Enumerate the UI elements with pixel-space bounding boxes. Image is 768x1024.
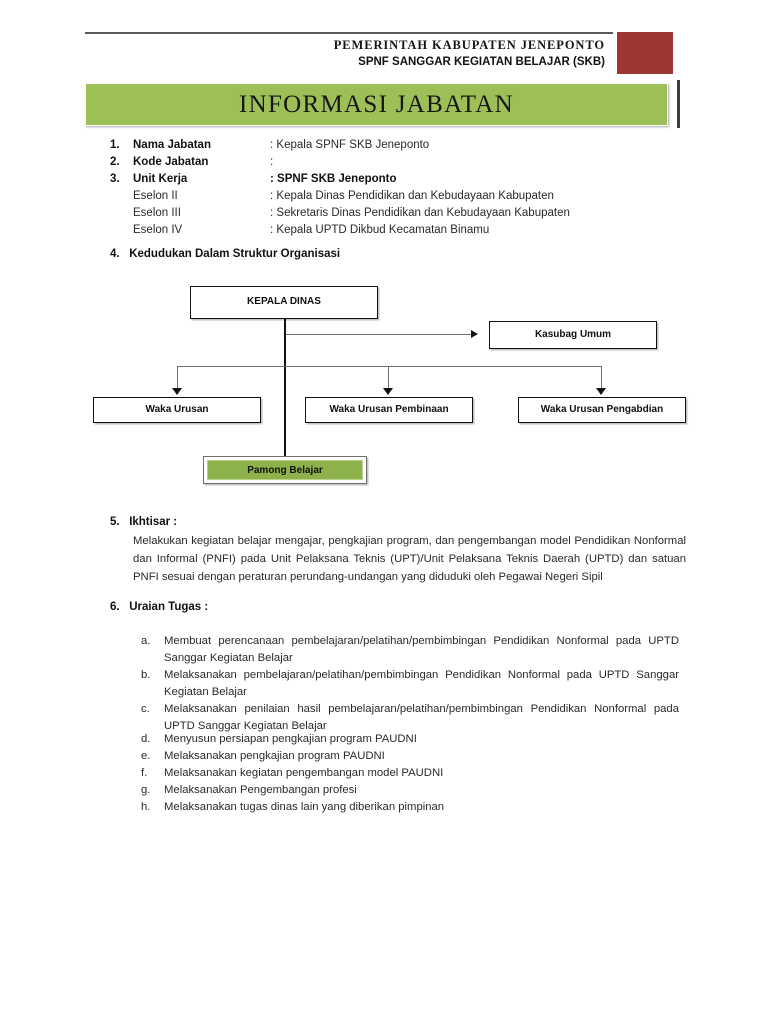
section-6-heading: 6. Uraian Tugas :	[110, 601, 208, 613]
org-node-pamong-belajar: Pamong Belajar	[203, 456, 367, 484]
list-item-text: Menyusun persiapan pengkajian program PA…	[164, 733, 417, 745]
letterhead-line-1: PEMERINTAH KABUPATEN JENEPONTO	[333, 38, 605, 52]
list-item-marker: c.	[141, 703, 150, 715]
org-connector-leg-right	[601, 366, 602, 388]
info-row-label: Kode Jabatan	[133, 156, 209, 168]
letterhead: PEMERINTAH KABUPATEN JENEPONTO SPNF SANG…	[85, 32, 685, 80]
info-row-number: 3.	[110, 173, 120, 185]
list-item-text: Melaksanakan penilaian hasil pembelajara…	[164, 703, 679, 732]
list-item: f. Melaksanakan kegiatan pengembangan mo…	[141, 765, 679, 782]
info-row-label: Eselon III	[133, 207, 181, 219]
list-item-text: Melaksanakan pembelajaran/pelatihan/pemb…	[164, 669, 679, 698]
list-item-text: Melaksanakan pengkajian program PAUDNI	[164, 750, 385, 762]
title-banner-edge	[677, 80, 680, 128]
org-node-pamong-belajar-fill: Pamong Belajar	[207, 460, 363, 480]
org-node-label: Kasubag Umum	[534, 328, 612, 340]
info-row: Eselon II : Kepala Dinas Pendidikan dan …	[110, 190, 690, 207]
list-item: h. Melaksanakan tugas dinas lain yang di…	[141, 799, 679, 816]
section-4-heading: 4. Kedudukan Dalam Struktur Organisasi	[110, 248, 340, 260]
info-row-label: Eselon II	[133, 190, 178, 202]
list-item-text: Melaksanakan kegiatan pengembangan model…	[164, 767, 444, 779]
info-row-value: : SPNF SKB Jeneponto	[270, 173, 397, 185]
list-item-marker: g.	[141, 784, 151, 796]
info-row-label: Eselon IV	[133, 224, 183, 236]
section-5-title: Ikhtisar :	[129, 516, 178, 528]
org-node-label: Pamong Belajar	[247, 464, 323, 476]
list-item-text: Membuat perencanaan pembelajaran/pelatih…	[164, 635, 679, 664]
section-6-number: 6.	[110, 601, 120, 613]
list-item-text: Melaksanakan tugas dinas lain yang diber…	[164, 801, 445, 813]
title-banner: INFORMASI JABATAN	[85, 80, 685, 128]
info-row: Eselon III : Sekretaris Dinas Pendidikan…	[110, 207, 690, 224]
list-item-marker: e.	[141, 750, 151, 762]
letterhead-rule	[85, 32, 613, 34]
page-title: INFORMASI JABATAN	[239, 90, 514, 118]
org-connector-kasubag	[286, 334, 472, 335]
org-node-label: Waka Urusan Pembinaan	[329, 403, 449, 415]
info-row-label: Unit Kerja	[133, 173, 188, 185]
title-banner-fill: INFORMASI JABATAN	[85, 83, 668, 126]
list-item: c. Melaksanakan penilaian hasil pembelaj…	[141, 701, 679, 735]
org-node-waka-urusan-pengabdian: Waka Urusan Pengabdian	[518, 397, 686, 423]
info-row-value: : Kepala Dinas Pendidikan dan Kebudayaan…	[270, 190, 554, 202]
job-info-list: 1. Nama Jabatan : Kepala SPNF SKB Jenepo…	[110, 139, 690, 241]
org-node-waka-urusan: Waka Urusan	[93, 397, 261, 423]
org-node-waka-urusan-pembinaan: Waka Urusan Pembinaan	[305, 397, 473, 423]
letterhead-line-2: SPNF SANGGAR KEGIATAN BELAJAR (SKB)	[358, 56, 605, 68]
org-node-label: Waka Urusan Pengabdian	[540, 403, 664, 415]
info-row-value: : Sekretaris Dinas Pendidikan dan Kebuda…	[270, 207, 570, 219]
section-6-title: Uraian Tugas :	[129, 601, 209, 613]
info-row-value: : Kepala SPNF SKB Jeneponto	[270, 139, 430, 151]
info-row-value: :	[270, 156, 274, 168]
info-row-number: 1.	[110, 139, 120, 151]
list-item-marker: h.	[141, 801, 151, 813]
org-node-label: KEPALA DINAS	[247, 296, 321, 308]
org-arrow-right-icon	[596, 388, 606, 395]
org-connector-leg-left	[177, 366, 178, 388]
section-4-number: 4.	[110, 248, 120, 260]
list-item: g. Melaksanakan Pengembangan profesi	[141, 782, 679, 799]
org-connector-bus	[177, 366, 602, 367]
list-item-text: Melaksanakan Pengembangan profesi	[164, 784, 357, 796]
org-node-label: Waka Urusan	[145, 403, 209, 415]
list-item-marker: d.	[141, 733, 151, 745]
org-node-kepala-dinas: KEPALA DINAS	[190, 286, 378, 319]
list-item: e. Melaksanakan pengkajian program PAUDN…	[141, 748, 679, 765]
ikhtisar-text: Melakukan kegiatan belajar mengajar, pen…	[133, 535, 686, 583]
org-arrow-middle-icon	[383, 388, 393, 395]
org-connector-trunk	[284, 319, 286, 462]
info-row-label: Nama Jabatan	[133, 139, 211, 151]
info-row: 2. Kode Jabatan :	[110, 156, 690, 173]
info-row: 1. Nama Jabatan : Kepala SPNF SKB Jenepo…	[110, 139, 690, 156]
list-item-marker: b.	[141, 669, 151, 681]
list-item: d. Menyusun persiapan pengkajian program…	[141, 731, 679, 748]
list-item: a. Membuat perencanaan pembelajaran/pela…	[141, 633, 679, 667]
list-item-marker: a.	[141, 635, 151, 647]
list-item-marker: f.	[141, 767, 148, 779]
letterhead-logo-box	[617, 32, 673, 74]
org-node-kasubag-umum: Kasubag Umum	[489, 321, 657, 349]
info-row: Eselon IV : Kepala UPTD Dikbud Kecamatan…	[110, 224, 690, 241]
info-row: 3. Unit Kerja : SPNF SKB Jeneponto	[110, 173, 690, 190]
section-5-heading: 5. Ikhtisar :	[110, 516, 177, 528]
org-arrow-left-icon	[172, 388, 182, 395]
info-row-value: : Kepala UPTD Dikbud Kecamatan Binamu	[270, 224, 490, 236]
org-connector-leg-middle	[388, 366, 389, 388]
section-4-title: Kedudukan Dalam Struktur Organisasi	[129, 248, 341, 260]
list-item: b. Melaksanakan pembelajaran/pelatihan/p…	[141, 667, 679, 701]
org-arrow-kasubag-icon	[471, 330, 478, 338]
info-row-number: 2.	[110, 156, 120, 168]
section-5-number: 5.	[110, 516, 120, 528]
